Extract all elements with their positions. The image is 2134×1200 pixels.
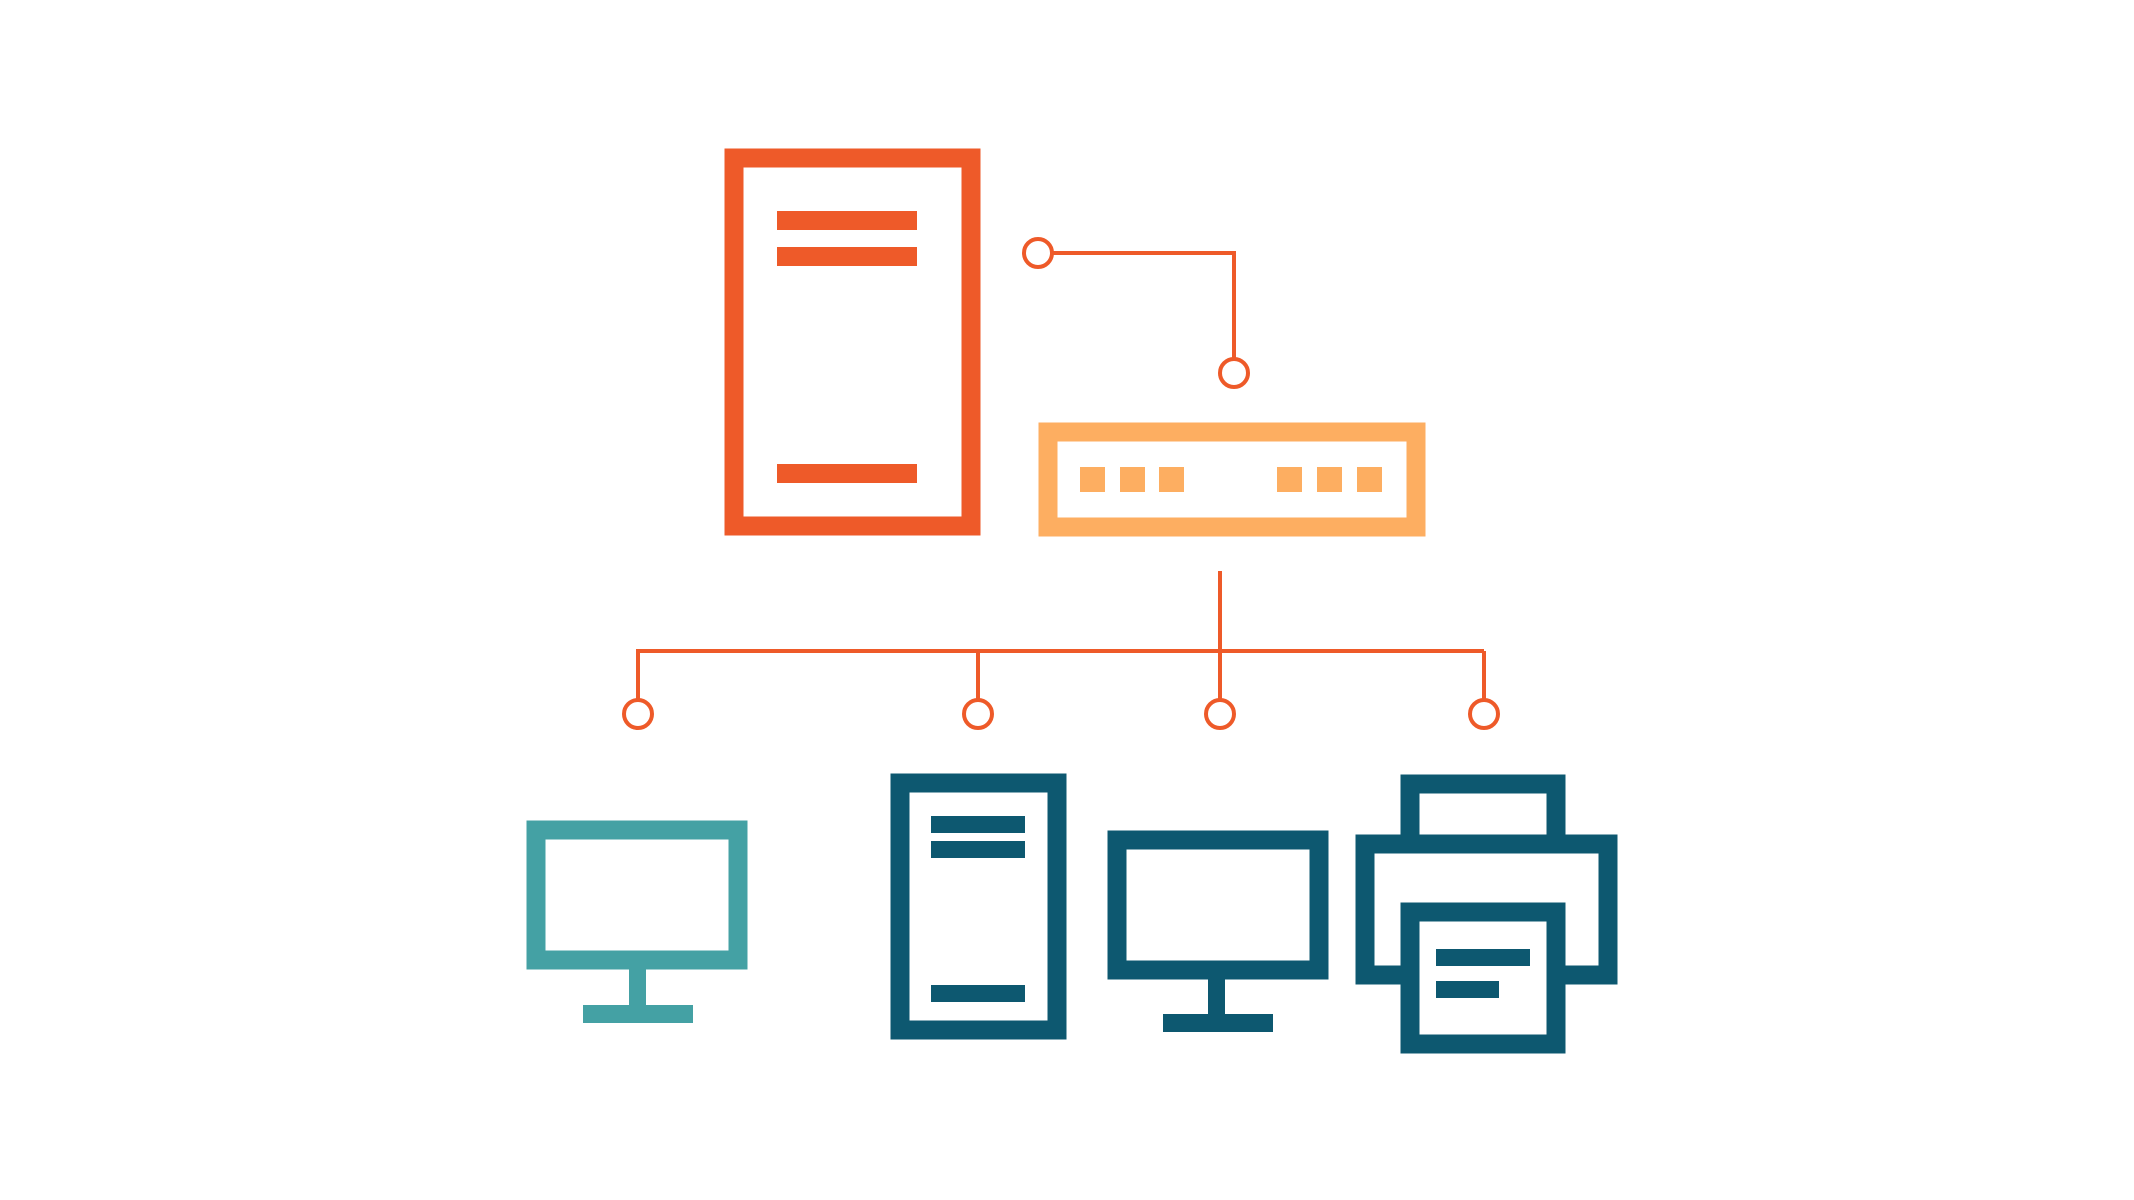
- node-1: [622, 698, 654, 730]
- desktop-monitor-icon: [1107, 830, 1329, 1032]
- main-server-icon: [724, 148, 981, 536]
- node-4: [1468, 698, 1500, 730]
- distribution-connector: [622, 571, 1500, 730]
- node-2: [962, 698, 994, 730]
- network-switch-icon: [1038, 422, 1426, 537]
- server-tower-icon: [890, 773, 1067, 1040]
- server-switch-connector: [1022, 237, 1250, 389]
- printer-icon: [1355, 774, 1618, 1054]
- desktop-monitor-icon: [526, 820, 748, 1023]
- node-3: [1204, 698, 1236, 730]
